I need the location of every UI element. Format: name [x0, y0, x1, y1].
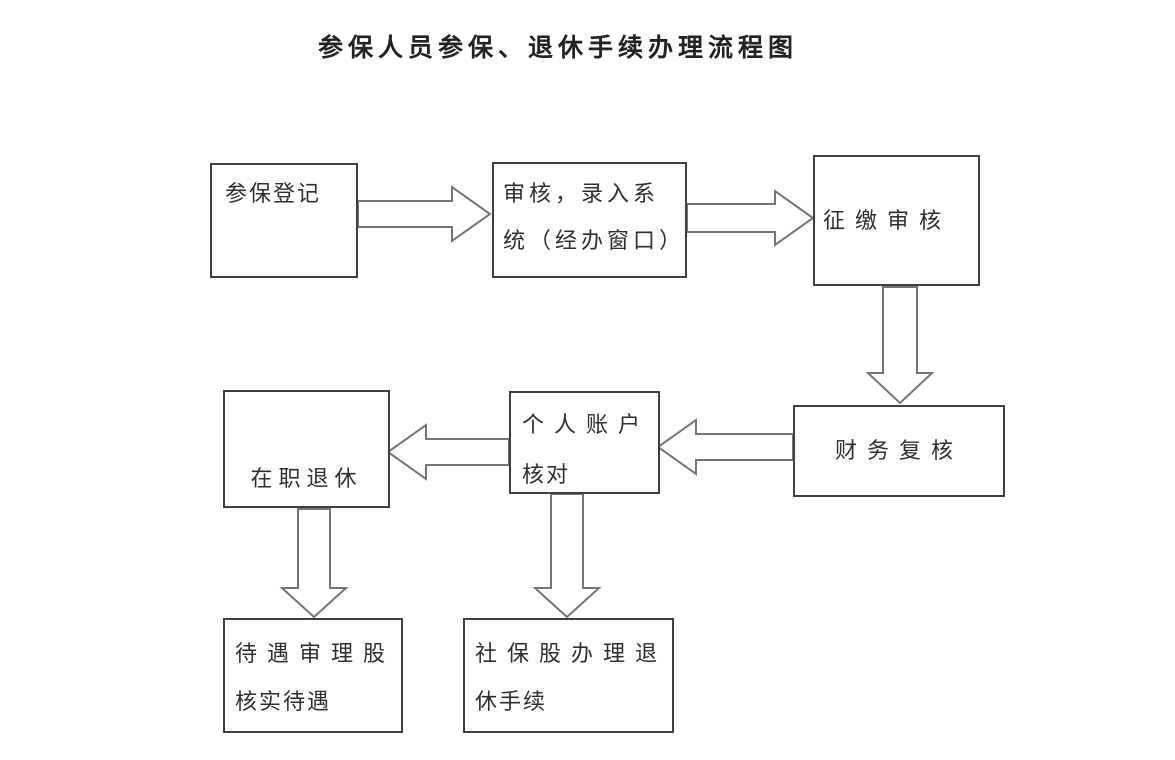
node-social-security-retirement: 社保股办理退 休手续 — [463, 618, 674, 733]
node-label-line2: 核对 — [522, 462, 571, 487]
arrow-down-account-to-socialsecurity-icon — [532, 493, 602, 619]
node-label-line2: 核实待遇 — [235, 689, 332, 714]
arrow-down-collection-to-finance-icon — [865, 286, 935, 405]
arrow-left-finance-to-account-icon — [656, 418, 794, 476]
arrow-left-account-to-retirement-icon — [386, 423, 510, 481]
node-label: 在职退休 — [250, 466, 363, 491]
arrow-right-registration-to-review-icon — [357, 185, 492, 243]
arrow-down-retirement-to-benefit-icon — [279, 508, 349, 619]
node-enroll-registration: 参保登记 — [210, 163, 358, 278]
node-finance-recheck: 财务复核 — [793, 405, 1005, 497]
node-label-line1: 社保股办理退 — [475, 641, 668, 666]
node-review-system-entry: 审核，录入系 统（经办窗口） — [492, 162, 687, 278]
node-label: 参保登记 — [225, 181, 322, 206]
node-in-service-retirement: 在职退休 — [223, 390, 390, 508]
node-benefit-review-section: 待遇审理股 核实待遇 — [223, 618, 403, 733]
node-label-line1: 审核，录入系 — [503, 181, 660, 206]
node-label-line2: 休手续 — [475, 689, 548, 714]
node-personal-account-check: 个人账户 核对 — [509, 391, 660, 494]
page-title: 参保人员参保、退休手续办理流程图 — [317, 34, 798, 62]
node-label-line1: 待遇审理股 — [235, 641, 396, 666]
node-label-line1: 个人账户 — [522, 412, 651, 437]
node-label: 财务复核 — [834, 438, 963, 463]
arrow-right-review-to-collection-icon — [686, 189, 815, 247]
node-label: 征缴审核 — [823, 207, 952, 233]
node-label-line2: 统（经办窗口） — [503, 228, 686, 253]
node-collection-audit: 征缴审核 — [813, 155, 980, 286]
